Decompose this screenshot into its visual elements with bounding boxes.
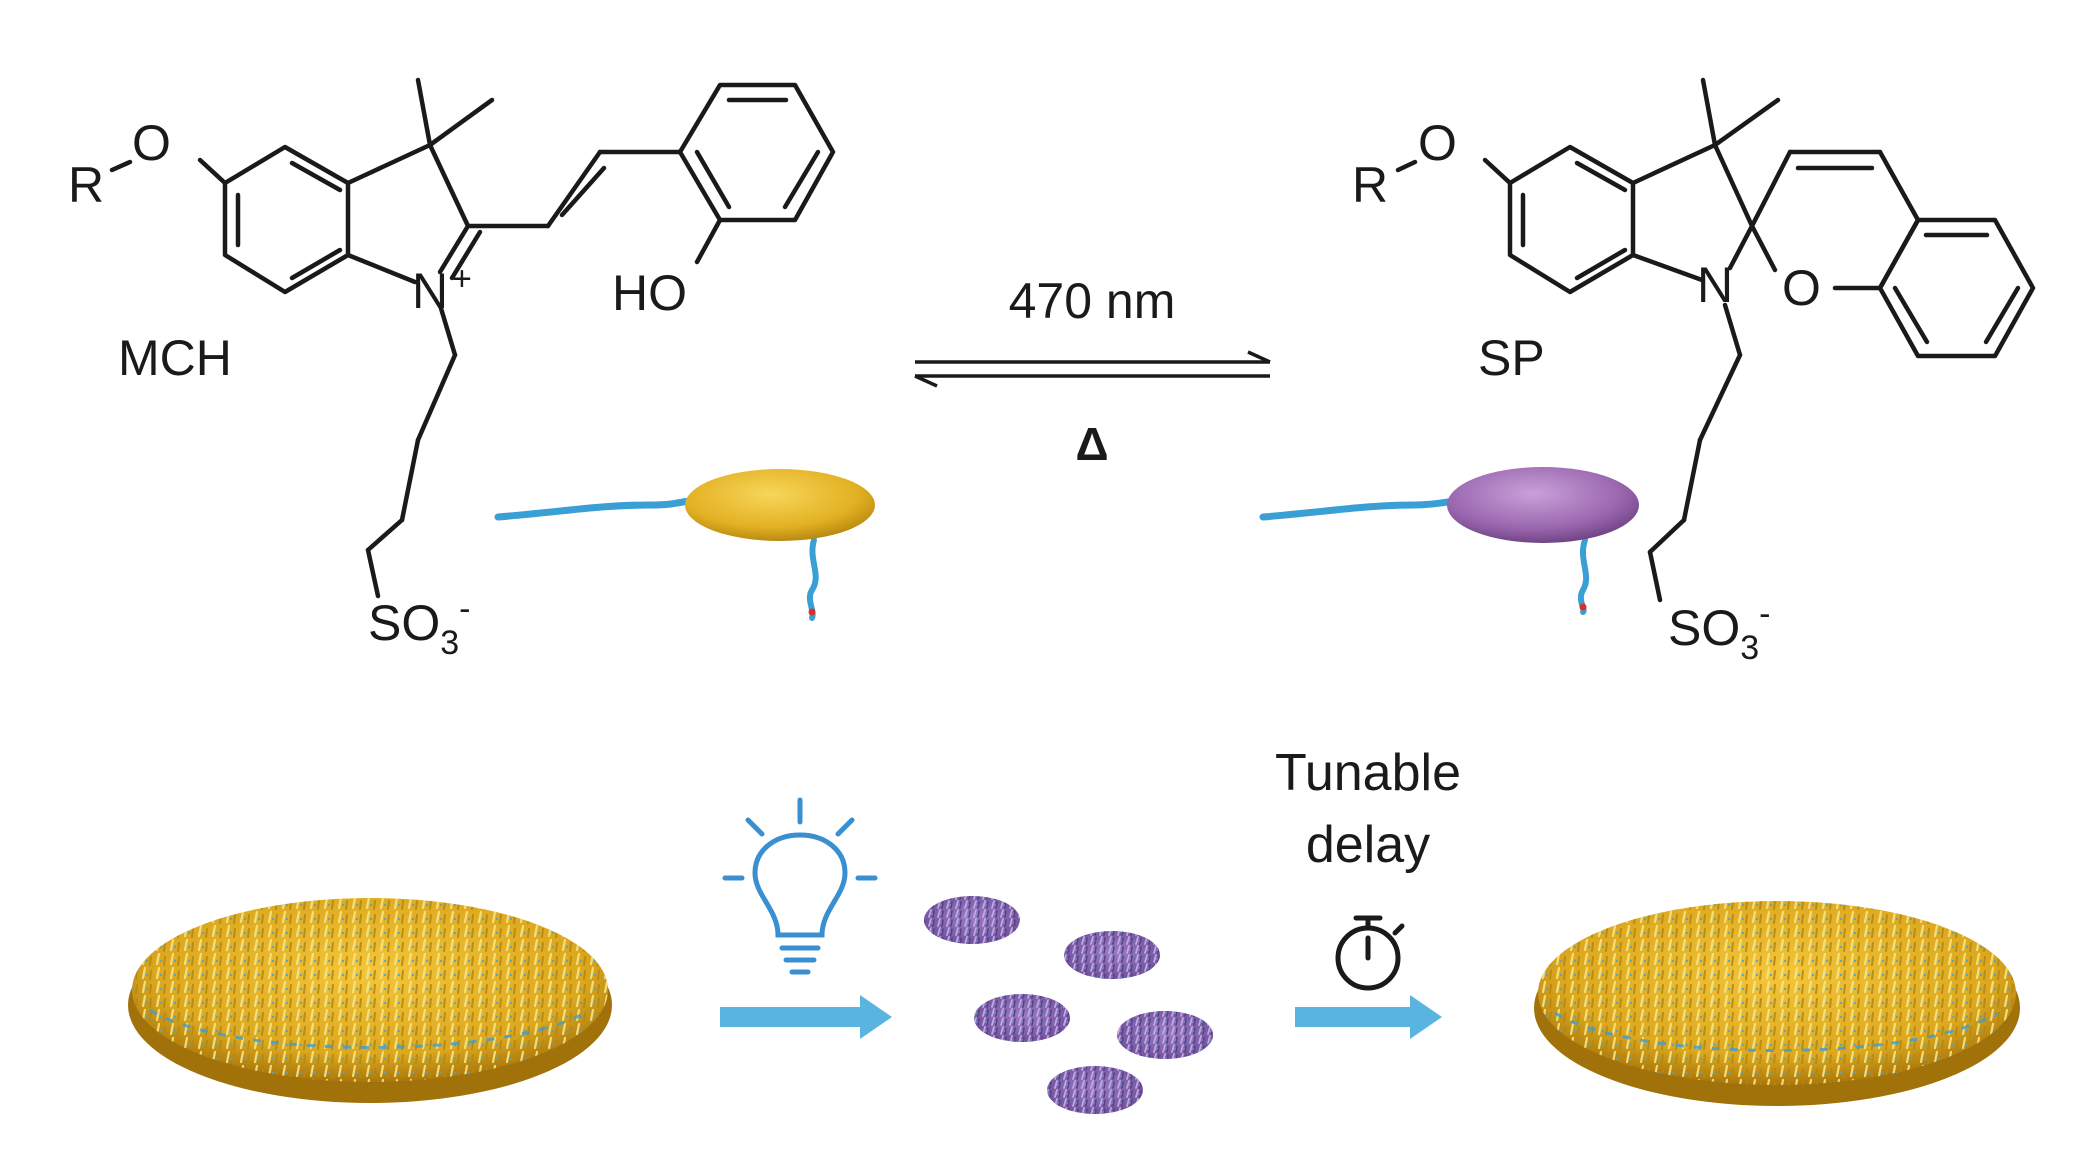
forward-label: 470 nm: [1009, 273, 1176, 329]
mch-name: MCH: [118, 330, 232, 386]
mch-structure: R O N + HO MCH SO3-: [68, 77, 836, 662]
micelle-blob: [924, 896, 1020, 944]
micelle-blob: [1064, 931, 1160, 979]
lightbulb-icon: [722, 797, 878, 975]
mch-hydroxyl: HO: [612, 265, 687, 321]
mch-sulfonate: SO3-: [368, 590, 471, 662]
equilibrium-arrows: 470 nm Δ: [914, 273, 1271, 470]
sp-ether-oxygen: O: [1418, 115, 1457, 171]
mch-charge: +: [452, 260, 472, 298]
mch-amphiphile-cartoon: [494, 469, 875, 621]
sp-structure: R O N O SP SO3-: [1352, 77, 2036, 667]
mch-nitrogen: N: [412, 263, 448, 319]
sp-nitrogen: N: [1697, 257, 1733, 313]
mch-ether-oxygen: O: [132, 115, 171, 171]
sp-sulfonate: SO3-: [1668, 595, 1771, 667]
delay-label-line1: Tunable: [1275, 744, 1461, 802]
assembled-disc-right: [1534, 901, 2020, 1106]
micelle-blob: [1117, 1011, 1213, 1059]
assembled-disc-left: [128, 898, 612, 1103]
spiropyran-headgroup: [1447, 467, 1639, 543]
sp-r-group: R: [1352, 157, 1388, 213]
sp-amphiphile-cartoon: [1259, 467, 1639, 615]
light-arrow: [720, 995, 892, 1039]
micelle-blob: [1047, 1066, 1143, 1114]
reverse-label: Δ: [1075, 418, 1108, 470]
merocyanine-headgroup: [685, 469, 875, 541]
reassembly-arrow: [1295, 995, 1442, 1039]
stopwatch-icon: [1335, 915, 1405, 991]
delay-label-line2: delay: [1306, 816, 1430, 874]
mch-r-group: R: [68, 157, 104, 213]
sp-ring-oxygen: O: [1782, 260, 1821, 316]
disassembled-micelles: [924, 896, 1213, 1114]
micelle-blob: [974, 994, 1070, 1042]
sp-name: SP: [1478, 330, 1545, 386]
